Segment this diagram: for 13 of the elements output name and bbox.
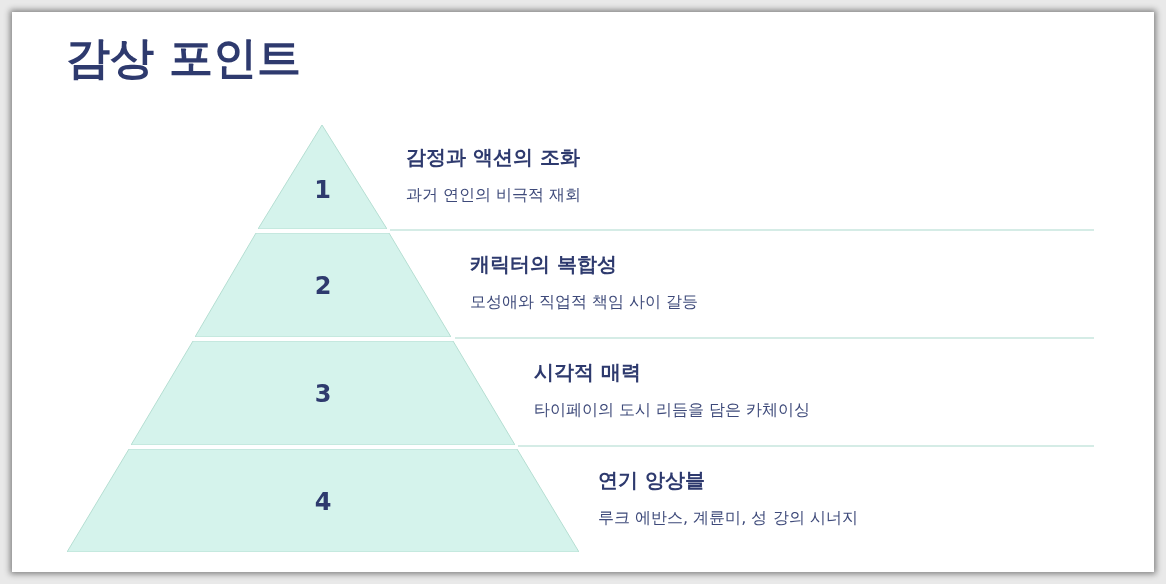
title: 감상 포인트	[66, 31, 302, 85]
point-description: 모성애와 직업적 책임 사이 갈등	[470, 291, 699, 313]
point-heading: 감정과 액션의 조화	[406, 144, 580, 171]
segment-number: 2	[314, 272, 332, 300]
point-description: 타이페이의 도시 리듬을 담은 카체이싱	[534, 399, 811, 421]
point-description: 과거 연인의 비극적 재회	[406, 184, 582, 206]
point-description: 루크 에반스, 계륜미, 성 강의 시너지	[598, 507, 858, 529]
point-heading: 연기 앙상블	[598, 467, 705, 494]
segment-number: 4	[314, 488, 332, 516]
point-heading: 시각적 매력	[534, 359, 641, 386]
point-heading: 캐릭터의 복합성	[470, 251, 617, 278]
segment-number: 3	[314, 380, 332, 408]
segment-number: 1	[314, 176, 331, 204]
